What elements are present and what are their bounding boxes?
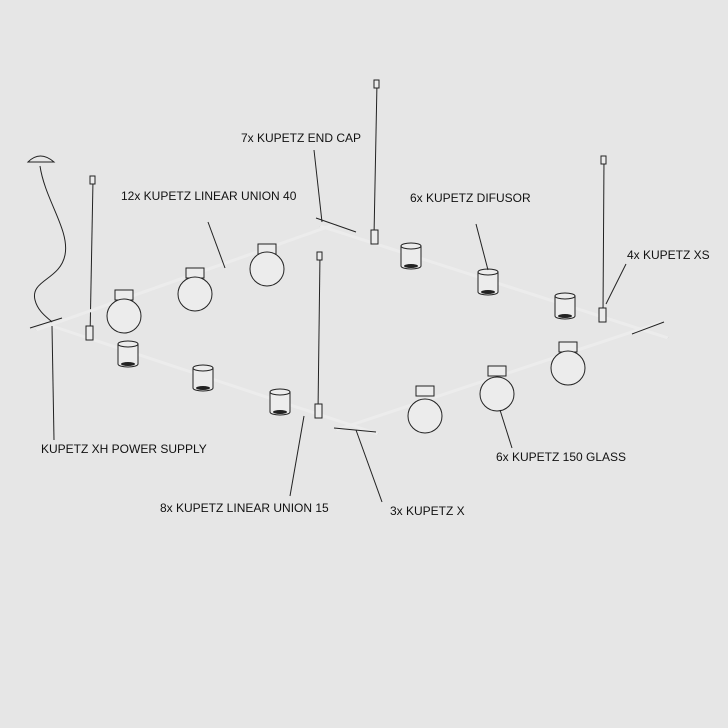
label-end-cap: 7x KUPETZ END CAP: [241, 131, 361, 145]
label-glass: 6x KUPETZ 150 GLASS: [496, 450, 626, 464]
globe-3: [249, 243, 285, 287]
power-supply-canopy: [26, 155, 67, 323]
globe-5: [479, 365, 515, 412]
label-difusor: 6x KUPETZ DIFUSOR: [410, 191, 531, 205]
label-x-connector: 3x KUPETZ X: [390, 504, 465, 518]
difusor-2: [477, 268, 499, 296]
difusor-4: [117, 340, 139, 368]
globe-1: [106, 289, 142, 334]
difusor-6: [269, 388, 291, 416]
x-connectors: [29, 217, 665, 433]
globe-4: [407, 385, 443, 434]
label-power-supply: KUPETZ XH POWER SUPPLY: [41, 442, 207, 456]
difusor-cylinders: [117, 242, 576, 416]
difusor-3: [554, 292, 576, 320]
globe-2: [177, 267, 213, 312]
label-linear-union-40: 12x KUPETZ LINEAR UNION 40: [121, 189, 297, 203]
label-linear-union-15: 8x KUPETZ LINEAR UNION 15: [160, 501, 329, 515]
leader-lines: [51, 149, 627, 503]
suspension-wires: [89, 79, 607, 413]
difusor-1: [400, 242, 422, 270]
difusor-5: [192, 364, 214, 392]
globe-6: [550, 341, 586, 386]
label-xs: 4x KUPETZ XS: [627, 248, 710, 262]
glass-globes: [106, 243, 586, 434]
